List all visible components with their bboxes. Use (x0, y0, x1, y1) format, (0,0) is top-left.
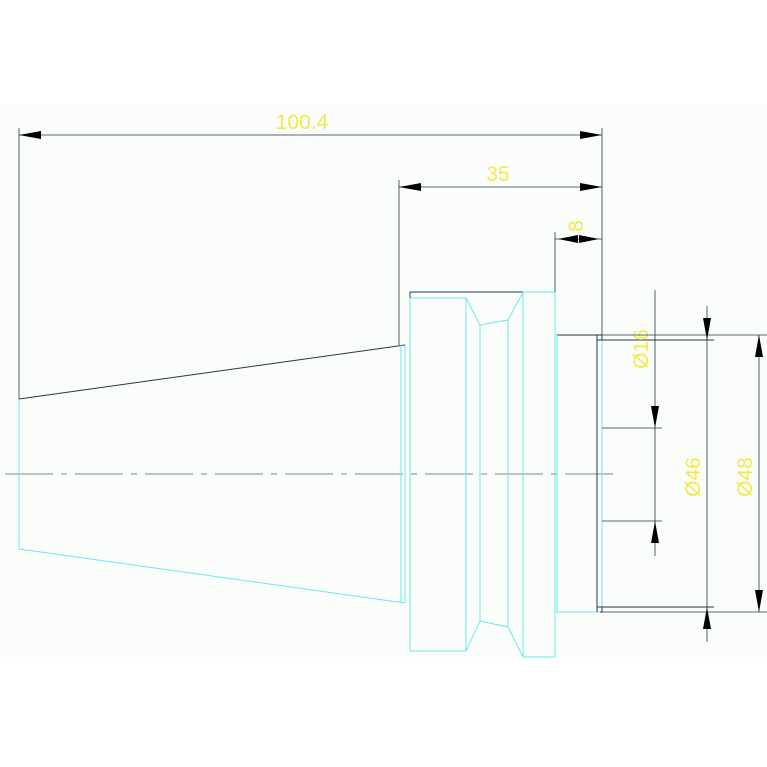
drawing-area (0, 105, 767, 657)
arrow-bottom (651, 521, 659, 543)
dim-dia-mid: Ø46 (682, 306, 711, 642)
groove-bottom-profile (465, 620, 524, 658)
arrow-left (19, 131, 41, 139)
arrow-left (558, 235, 578, 243)
flange-group (409, 291, 556, 658)
taper-top-edge (18, 344, 406, 400)
taper-bottom-edge (18, 548, 406, 604)
dim-dia-large: Ø48 (602, 334, 767, 613)
arrow-left (399, 183, 421, 191)
groove-top-profile (465, 291, 524, 326)
overall-length-label: 100.4 (276, 111, 329, 134)
dia-large-label: Ø48 (734, 457, 757, 497)
arrow-bottom (703, 607, 711, 629)
dim-overall-length: 100.4 (18, 111, 603, 399)
arrow-top (755, 335, 763, 357)
arrow-right (580, 183, 602, 191)
dim-mid-length: 35 (398, 163, 602, 345)
arrow-top (703, 318, 711, 340)
short-length-label: 8 (565, 220, 588, 232)
tapered-body (18, 344, 406, 604)
arrow-right (580, 131, 602, 139)
arrow-top (651, 406, 659, 428)
mid-length-label: 35 (486, 163, 509, 186)
arrow-right (579, 235, 599, 243)
shank-group (556, 334, 714, 613)
dim-short-length: 8 (554, 220, 602, 292)
arrow-bottom (755, 590, 763, 612)
dia-mid-label: Ø46 (682, 457, 705, 497)
dia-small-label: Ø16 (630, 329, 653, 369)
dim-dia-small: Ø16 (602, 290, 662, 556)
